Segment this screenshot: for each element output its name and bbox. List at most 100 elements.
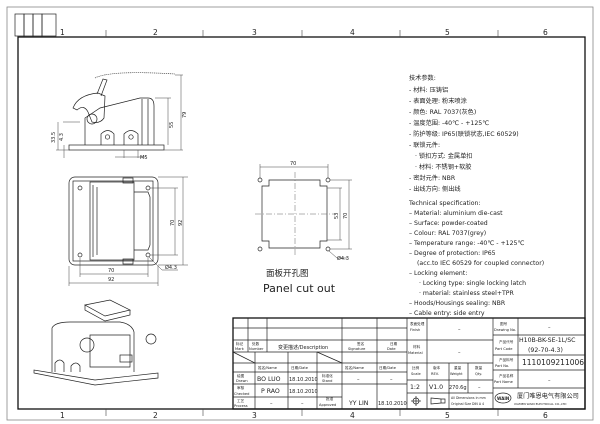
date-cn: 日期 (390, 341, 398, 346)
drawing-no-cn: 图号 (500, 321, 508, 326)
spec-cn-line: - 防护等级: IP65(联锁状态,IEC 60529) (409, 130, 519, 138)
spec-en-line: – Degree of protection: IP65 (409, 250, 496, 257)
panel-cutout-title-en: Panel cut out (263, 282, 336, 295)
spec-cn-line: - 颜色: RAL 7037(灰色) (409, 108, 476, 116)
part-code-value: H10B-BK-SE-1L/SC (519, 337, 575, 344)
rev-en: REV. (431, 372, 439, 376)
dim-width: 92 (108, 277, 114, 283)
qty-value: – (478, 385, 481, 391)
dim-hole-spacing-x: 70 (290, 161, 296, 167)
col-num: 4 (350, 411, 355, 420)
col-num: 2 (153, 28, 158, 37)
top-left-tabs (14, 13, 57, 37)
part-code-en: Part Code (495, 347, 513, 351)
spec-en-line: (acc.to IEC 60529 for coupled connector) (417, 260, 544, 267)
part-no-value: 1110109211006 (522, 358, 584, 367)
spec-en-line: – Temperature range: -40℃ - +125℃ (409, 240, 524, 247)
spec-en-title: Technical specification: (408, 200, 480, 207)
date-header: 日期/Date (291, 365, 309, 370)
dim-overall-height: 79 (182, 112, 188, 118)
approved-date: 18.10.2010 (378, 401, 407, 407)
stand-en: Stand (322, 379, 332, 383)
checked-en: Checked (234, 392, 249, 396)
size-note: Original Size DIN A 4 (451, 402, 484, 406)
spec-en-line: – Surface: powder-coated (409, 220, 488, 227)
name-header: 姓名/Name (345, 365, 365, 370)
outer-frame (6, 6, 594, 421)
checked-name: P RAO (261, 388, 280, 395)
process-date: – (301, 401, 304, 407)
approved-name: YY LIN (348, 400, 369, 407)
part-name-value: – (548, 378, 551, 384)
panel-cutout-view: 70 70 53 Ø4.3 面板开孔图 Panel cut out (255, 161, 352, 295)
stand-cn: 标准化 (322, 373, 333, 378)
part-code-cn: 产品代号 (499, 339, 514, 344)
col-num: 6 (543, 411, 548, 420)
spec-en-line: – Locking element: (409, 270, 467, 277)
crosshair-symbol-icon (411, 396, 421, 406)
spec-cn-line: - 联锁元件: (409, 141, 440, 149)
spec-cn-line: · 锁扣方式: 金属单扣 (415, 152, 473, 160)
weight-value: 270.6g (449, 385, 467, 391)
dim-hole-spacing-x: 70 (108, 268, 114, 274)
company-name-en: XIAMEN WAIN ELECTRICAL CO.,LTD (514, 402, 567, 406)
process-cn: 工艺 (237, 398, 245, 403)
dim-cutout: 53 (334, 213, 340, 219)
dim-hole: Ø4.3 (165, 264, 177, 271)
spec-en-line: · material: stainless steel+TPR (419, 290, 515, 297)
logo-text: WAIN (497, 396, 509, 401)
col-num: 4 (350, 28, 355, 37)
isometric-view (33, 299, 159, 386)
scale-value: 1:2 (410, 384, 420, 391)
drawn-en: Drawn (236, 379, 248, 383)
company-name-cn: 厦门唯恩电气有限公司 (517, 392, 579, 400)
title-block-text: 标记 Mark 处数 Number 变更描述/Description 签名 Si… (234, 321, 584, 408)
inner-border (17, 36, 586, 410)
spec-cn-line: · 材料: 不锈钢+软胶 (415, 163, 471, 171)
col-num: 1 (60, 28, 65, 37)
signature-en: Signature (348, 347, 366, 351)
dim-hole-spacing-y: 70 (343, 213, 349, 219)
checked-date: 18.10.2010 (289, 389, 318, 395)
spec-cn-line: - 材料: 压铸铝 (409, 86, 448, 94)
rev-cn: 版本 (433, 365, 441, 370)
part-no-cn: 产品料号 (499, 357, 514, 362)
spec-en-line: – Material: aluminium die-cast (409, 210, 503, 217)
dim-plate: 4.3 (59, 133, 65, 141)
signature-cn: 签名 (357, 341, 365, 346)
dim-body-height: 55 (169, 122, 175, 128)
mark-en: Mark (235, 347, 245, 351)
col-num: 3 (252, 28, 257, 37)
date-header: 日期/Date (379, 365, 397, 370)
col-num: 2 (153, 411, 158, 420)
finish-value: – (458, 327, 461, 333)
dims-note: All Dimensions in mm (451, 396, 486, 400)
mark-cn: 标记 (236, 341, 244, 346)
column-numbers-top: 1 2 3 4 5 6 (60, 28, 548, 37)
part-name-en: Part Name (494, 380, 514, 384)
dim-hole: Ø4.3 (337, 255, 349, 262)
spec-en-line: – Colour: RAL 7037(grey) (409, 230, 486, 237)
company-logo: WAIN (494, 392, 512, 404)
checked-cn: 审核 (237, 385, 245, 390)
spec-en-line: – Cable entry: side entry (409, 310, 485, 317)
column-numbers-bottom: 1 2 3 4 5 6 (60, 411, 548, 420)
stand-date: – (390, 377, 393, 383)
drawn-name: BO LUO (257, 376, 281, 383)
scale-cn: 比例 (412, 365, 420, 370)
spec-cn-line: - 出线方向: 侧出线 (409, 185, 461, 193)
dim-hole-spacing-y: 70 (170, 220, 176, 226)
approved-cn: 批准 (326, 396, 334, 401)
col-num: 5 (445, 411, 450, 420)
weight-en: Weight (450, 372, 463, 376)
weight-cn: 重量 (454, 365, 462, 370)
spec-en-line: · Locking type: single locking latch (419, 280, 526, 287)
spec-cn-line: - 表面处理: 粉末喷涂 (409, 97, 467, 105)
material-en: Material (408, 351, 423, 355)
dim-depth: 92 (178, 220, 184, 226)
rev-value: V1.0 (429, 384, 443, 391)
dim-thread: M5 (140, 155, 148, 161)
part-no-en: Part No. (495, 364, 509, 368)
date-en: Date (387, 347, 396, 351)
